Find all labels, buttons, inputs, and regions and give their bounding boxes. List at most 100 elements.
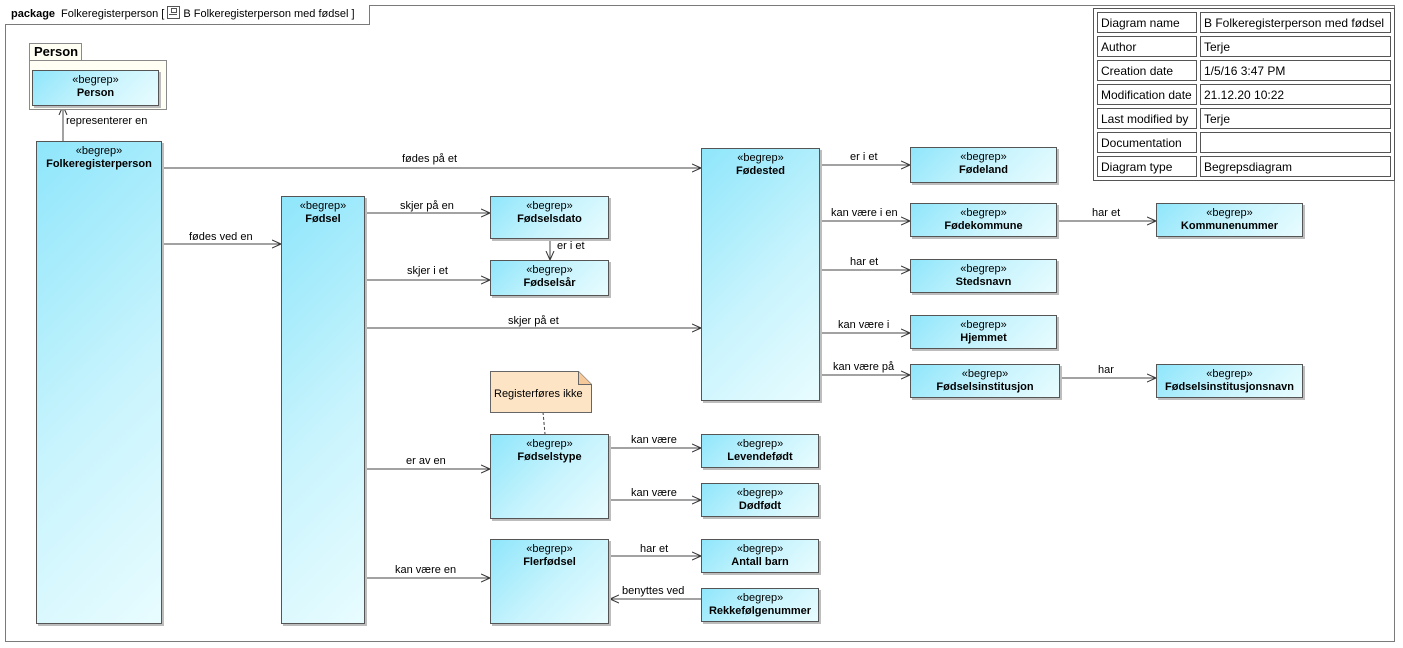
info-value: 21.12.20 10:22 [1200,84,1391,105]
stereotype: «begrep» [736,487,784,499]
class-dodfodt[interactable]: «begrep»Dødfødt [701,483,819,517]
info-value: B Folkeregisterperson med fødsel [1200,12,1391,33]
class-antall-barn[interactable]: «begrep»Antall barn [701,539,819,573]
stereotype: «begrep» [1206,207,1253,219]
stereotype: «begrep» [526,543,573,555]
label-fodes-pa-et: fødes på et [402,153,457,165]
class-name: Rekkefølgenummer [708,605,812,617]
class-name: Fødselsdato [517,213,582,225]
class-person[interactable]: «begrep»Person [32,70,159,106]
label-kan-vaere-pa: kan være på [833,361,895,373]
class-name: Fødekommune [944,220,1023,232]
label-har-et-sted: har et [850,256,878,268]
class-flerfodsel[interactable]: «begrep»Flerfødsel [490,539,609,624]
info-value: 1/5/16 3:47 PM [1200,60,1391,81]
label-skjer-pa-et: skjer på et [508,315,559,327]
stereotype: «begrep» [736,592,784,604]
info-value: Begrepsdiagram [1200,156,1391,177]
class-name: Fødeland [959,164,1008,176]
class-name: Hjemmet [960,332,1007,344]
class-folkeregisterperson[interactable]: «begrep»Folkeregisterperson [36,141,162,624]
info-key: Author [1097,36,1197,57]
info-row: Documentation [1097,132,1391,153]
class-fodselsar[interactable]: «begrep»Fødselsår [490,260,609,296]
info-value: Terje [1200,108,1391,129]
class-name: Folkeregisterperson [46,158,152,170]
class-name: Stedsnavn [955,276,1012,288]
class-stedsnavn[interactable]: «begrep»Stedsnavn [910,259,1057,293]
class-fodested[interactable]: «begrep»Fødested [701,148,820,401]
stereotype: «begrep» [960,151,1007,163]
note-registerfores-ikke[interactable]: Registerføres ikke [490,371,592,413]
label-er-i-et-dato: er i et [557,240,585,252]
note-shape [490,371,592,413]
class-levendefodt[interactable]: «begrep»Levendefødt [701,434,819,468]
stereotype: «begrep» [299,200,347,212]
info-value: Terje [1200,36,1391,57]
note-text: Registerføres ikke [494,388,583,400]
stereotype: «begrep» [960,207,1007,219]
package-keyword: package [11,8,56,20]
label-er-i-et-land: er i et [850,151,878,163]
stereotype: «begrep» [526,264,573,276]
person-package-tab[interactable]: Person [29,43,82,61]
stereotype: «begrep» [1206,368,1253,380]
person-package-name: Person [34,44,79,59]
class-name: Fødselsinstitusjon [936,381,1034,393]
stereotype: «begrep» [526,200,573,212]
class-name: Fødselstype [517,451,582,463]
class-fodeland[interactable]: «begrep»Fødeland [910,147,1057,183]
label-skjer-i-et: skjer i et [407,265,448,277]
class-hjemmet[interactable]: «begrep»Hjemmet [910,315,1057,349]
class-name: Levendefødt [727,451,793,463]
stereotype: «begrep» [736,543,784,555]
label-fodes-ved-en: fødes ved en [189,231,253,243]
label-har: har [1098,364,1114,376]
label-skjer-pa-en: skjer på en [400,200,454,212]
class-name: Kommunenummer [1180,220,1279,232]
class-name: Person [76,87,115,99]
diagram-frame [5,5,1395,642]
info-key: Modification date [1097,84,1197,105]
label-kan-vaere-2: kan være [631,487,677,499]
class-fodselsinstitusjon[interactable]: «begrep»Fødselsinstitusjon [910,364,1060,398]
stereotype: «begrep» [72,74,119,86]
class-fodekommune[interactable]: «begrep»Fødekommune [910,203,1057,237]
class-name: Fødsel [305,213,341,225]
class-name: Fødselsinstitusjonsnavn [1165,381,1294,393]
info-key: Documentation [1097,132,1197,153]
info-value [1200,132,1391,153]
class-kommunenummer[interactable]: «begrep»Kommunenummer [1156,203,1303,237]
diagram-title: B Folkeregisterperson med fødsel ] [183,8,355,20]
label-er-av-en: er av en [406,455,446,467]
stereotype: «begrep» [736,438,784,450]
class-name: Dødfødt [738,500,782,512]
label-representerer-en: representerer en [66,115,147,127]
class-fodselsdato[interactable]: «begrep»Fødselsdato [490,196,609,239]
class-diagram-icon [167,6,181,19]
label-kan-vaere-en: kan være en [395,564,456,576]
class-fodsel[interactable]: «begrep»Fødsel [281,196,365,624]
label-kan-vaere-i: kan være i [838,319,889,331]
label-kan-vaere-i-en: kan være i en [831,207,898,219]
info-key: Diagram type [1097,156,1197,177]
info-key: Creation date [1097,60,1197,81]
info-key: Diagram name [1097,12,1197,33]
class-fodselstype[interactable]: «begrep»Fødselstype [490,434,609,519]
label-benyttes-ved: benyttes ved [622,585,684,597]
class-name: Fødested [736,165,785,177]
class-rekkefolgenummer[interactable]: «begrep»Rekkefølgenummer [701,588,819,622]
info-key: Last modified by [1097,108,1197,129]
note-anchor-line[interactable] [542,411,546,435]
stereotype: «begrep» [75,145,123,157]
stereotype: «begrep» [960,263,1007,275]
class-name: Antall barn [731,556,789,568]
label-har-et-barn: har et [640,543,668,555]
class-fodselsinstitusjonsnavn[interactable]: «begrep»Fødselsinstitusjonsnavn [1156,364,1303,398]
